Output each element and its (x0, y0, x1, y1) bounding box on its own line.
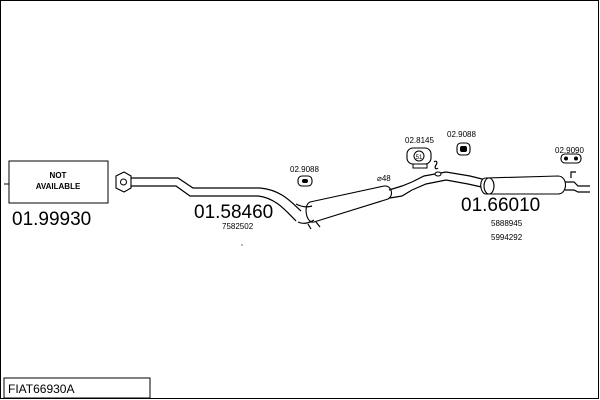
middle-silencer (295, 181, 413, 224)
part-number-front-pipe: 01.58460 (194, 202, 273, 223)
silencer-hooks (307, 221, 321, 230)
clamp-label-top1: 02.8145 (405, 136, 434, 145)
clamp-label-top2: 02.9088 (447, 130, 476, 139)
clamp-label-hanger-mid: 02.9088 (290, 165, 319, 174)
clamp-spring-icon (433, 160, 439, 170)
oem-rear-silencer-2: 5994292 (491, 233, 523, 242)
front-pipe (115, 171, 302, 222)
svg-text:51: 51 (416, 155, 423, 161)
hanger-right-icon (560, 153, 582, 164)
dot-mark (241, 244, 243, 246)
part-number-not-available: 01.99930 (12, 209, 91, 230)
not-available-box (8, 160, 109, 204)
oem-front-pipe: 7582502 (222, 222, 254, 231)
footer-code: FIAT66930A (8, 382, 74, 396)
not-available-line2: AVAILABLE (36, 182, 81, 191)
part-number-rear-silencer: 01.66010 (461, 195, 540, 216)
clamp-icon: 51 (406, 147, 432, 169)
oem-rear-silencer-1: 5888945 (491, 219, 523, 228)
intermediate-pipe (411, 171, 487, 191)
rear-hook (570, 171, 576, 178)
rear-silencer (480, 171, 590, 195)
footer-code-box (3, 377, 151, 399)
diameter-label: ⌀48 (377, 174, 391, 183)
clamp-label-right: 02.9090 (555, 146, 584, 155)
hanger-mid-icon (297, 175, 313, 187)
hanger-top-icon (456, 142, 471, 156)
not-available-line1: NOT (50, 171, 67, 180)
